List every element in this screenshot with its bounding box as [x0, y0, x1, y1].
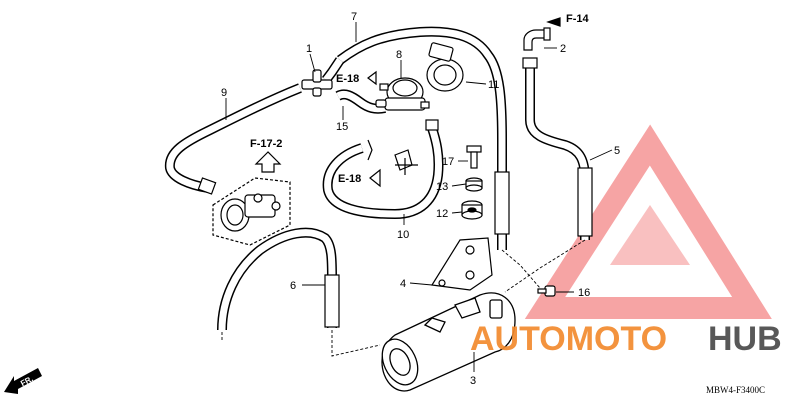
- callout-13: 13: [436, 181, 448, 193]
- hose-5: [522, 57, 593, 240]
- front-direction-arrow: FR.: [4, 368, 42, 394]
- hose-6: [217, 227, 340, 331]
- hose-10: [322, 119, 444, 220]
- callout-2: 2: [560, 43, 566, 55]
- callout-numbers: 1 2 3 4 5 6 7 8 9 10 11 12 13 15 16 17: [221, 11, 620, 387]
- e18-fitting: [367, 139, 418, 175]
- callout-leaders: [225, 22, 613, 372]
- callout-17: 17: [442, 156, 454, 168]
- callout-12: 12: [436, 208, 448, 220]
- part-3-evap-canister: [381, 292, 516, 392]
- part-16-bolt: [537, 285, 556, 297]
- part-11-bracket: [426, 42, 464, 92]
- callout-15: 15: [336, 121, 348, 133]
- ref-f17-2: F-17-2: [250, 138, 282, 150]
- hose-9: [164, 83, 302, 195]
- callout-6: 6: [290, 280, 296, 292]
- callout-3: 3: [470, 375, 476, 387]
- f14-arrow-icon: [546, 17, 561, 27]
- watermark-text: AUTOMOTO HUB: [470, 320, 782, 358]
- diagram-code: MBW4-F3400C: [706, 385, 765, 395]
- watermark-part2: HUB: [708, 320, 782, 358]
- f17-2-component: [212, 177, 291, 246]
- callout-11: 11: [488, 79, 499, 91]
- hose-15: [335, 89, 386, 114]
- e18-arrow-icon: [367, 70, 381, 188]
- callout-1: 1: [306, 43, 312, 55]
- callout-8: 8: [396, 49, 402, 61]
- callout-10: 10: [397, 229, 409, 241]
- part-13-collar: [465, 177, 483, 192]
- part-1-t-joint: [301, 69, 333, 97]
- watermark-part1: AUTOMOTO: [470, 320, 667, 358]
- ref-e18-top: E-18: [336, 73, 359, 85]
- connection-lines: [221, 239, 586, 357]
- watermark-logo: [524, 124, 772, 319]
- callout-9: 9: [221, 87, 227, 99]
- part-2-elbow-fitting: [523, 27, 551, 51]
- reference-labels: F-14 F-17-2 E-18 E-18: [250, 13, 590, 185]
- part-4-mount-bracket: [430, 237, 493, 291]
- callout-5: 5: [614, 145, 620, 157]
- ref-f14: F-14: [566, 13, 590, 25]
- up-arrow-icon: [254, 151, 282, 173]
- callout-4: 4: [400, 278, 406, 290]
- callout-16: 16: [578, 287, 590, 299]
- ref-e18-mid: E-18: [338, 173, 361, 185]
- callout-7: 7: [351, 11, 357, 23]
- part-17-bolt: [466, 145, 482, 169]
- hose-7: [322, 26, 510, 250]
- part-8-solenoid-valve: [375, 77, 430, 111]
- part-12-grommet: [461, 200, 483, 220]
